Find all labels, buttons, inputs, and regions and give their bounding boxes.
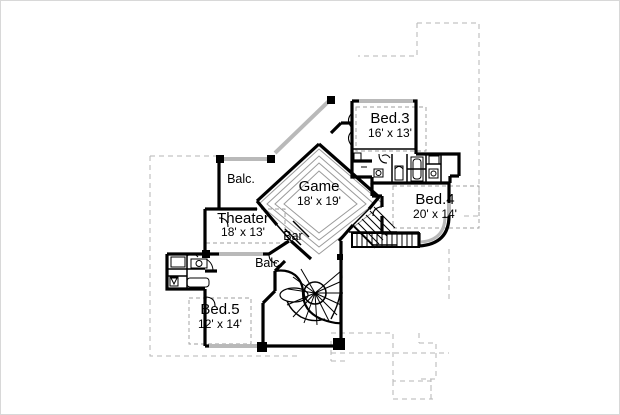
door-swing-bath-ur-1 [381,154,391,159]
fixture-closet-ur [353,152,362,161]
fixture-sink-basin-ur [375,170,382,176]
fixture-shower-ur [428,155,440,165]
label-box-bed5 [188,297,252,345]
room-labels: Bed.3 16' x 13' Bed.4 20' x 14' Bed.5 12… [198,110,457,331]
bar-line-2 [292,220,310,238]
stair-outer-arc [330,262,343,320]
label-bed5-name: Bed.5 [200,301,239,318]
bar-line-1 [284,228,302,246]
label-balc-upper: Balc. [227,172,255,186]
fixture-shower-ll [170,256,186,268]
wall-game-w [255,199,279,227]
dashed-outline-top-right [417,22,480,161]
door-swing-bath-ll-2 [205,258,214,272]
door-bed3-left [347,112,353,129]
wall-bed5-diag [261,289,277,305]
stair-straight-edge [352,224,374,246]
label-bar: Bar [283,229,302,243]
label-bed5-dim: 12' x 14' [198,317,242,331]
fixture-sink2-ur [428,168,439,179]
door-swings [204,112,388,307]
tray-diamond-inner [274,162,367,241]
post-diag-top [327,96,335,104]
label-bed4-dim: 20' x 14' [413,207,457,221]
fixture-toilet-seat-ur [394,166,404,170]
spiral-staircase [274,262,343,326]
lower-stair-outline [351,232,420,248]
tray-diamond-mid [266,155,375,248]
wall-game-bed3-diag [329,121,343,135]
label-bed3-dim: 16' x 13' [368,126,412,140]
stair-inner-curve [286,300,326,322]
post-balc-ne [267,155,275,163]
bay-curve-inner [420,215,447,244]
label-box-bed3 [355,106,427,152]
wall-game-e [367,195,381,211]
wall-game-nw [255,142,321,203]
fixture-tub-inner-ur [412,158,422,180]
post-balc-nw [216,155,224,163]
label-bed3-name: Bed.3 [370,110,409,127]
wall-bath-hall-left [350,149,372,179]
post-stair-se [333,338,345,350]
fixture-tub-ur [410,156,424,182]
wall-game-inner-e [352,208,370,226]
door-swing-bath-ll [186,253,199,258]
wall-game-inner-w [276,224,292,242]
door-theater [218,217,229,228]
lower-stair-treads [356,233,413,247]
wall-game-sw [289,239,313,261]
label-bed4-name: Bed.4 [415,191,454,208]
wall-bath-upper-right [416,152,461,176]
wall-game-se [337,223,355,243]
stair-landing-ellipse [279,287,309,303]
wall-bath-lower-left [165,254,205,291]
door-bed4 [372,206,383,217]
post-balc-sw [202,250,210,258]
fixtures-upper-right [353,152,440,182]
dashed-outline-bottom-right-edge [392,381,433,400]
fixture-toilet-ll [170,277,178,286]
wall-stair-upper-diag [273,259,287,273]
door-bed3-bath [378,153,388,164]
tray-diamond-outer [258,148,384,255]
label-game-dim: 18' x 19' [297,194,341,208]
label-box-bed4 [392,185,480,229]
wall-game-ne [317,142,381,199]
door-balc-lower [268,253,278,264]
door-bed5 [204,296,216,307]
label-theater-name: Theater [217,210,269,227]
game-room-tray-ceiling [258,148,384,255]
structural-posts [202,96,345,352]
wall-theater-bottom-diag [268,239,290,256]
fixture-counter-ll [190,258,208,269]
fixture-sink-ur [373,168,384,178]
fixture-tub-ll [186,277,210,288]
label-game-name: Game [299,178,340,195]
fixture-sink-basin-ll [195,260,203,267]
label-balc-lower: Balc. [255,256,283,270]
fixture-toilet-box-ll [169,276,179,287]
door-bed3-left-2 [347,130,353,147]
stair-radial-treads [286,268,343,326]
lower-straight-stair [351,232,420,248]
fixtures-lower-left [169,253,214,288]
dashed-outline-left [149,156,301,357]
post-bed5-se [257,342,267,352]
fixture-sink2-basin-ur [430,170,437,177]
tray-diamond-core [283,170,358,234]
dashed-outline-group [149,22,480,400]
dashed-outline-top-left-step [358,23,418,57]
balcony-railings [209,97,451,348]
railing-diag-upper [273,97,333,155]
stair-outer-curve [274,269,342,325]
post-stair-ne [337,254,343,260]
label-theater-dim: 18' x 13' [221,225,265,239]
